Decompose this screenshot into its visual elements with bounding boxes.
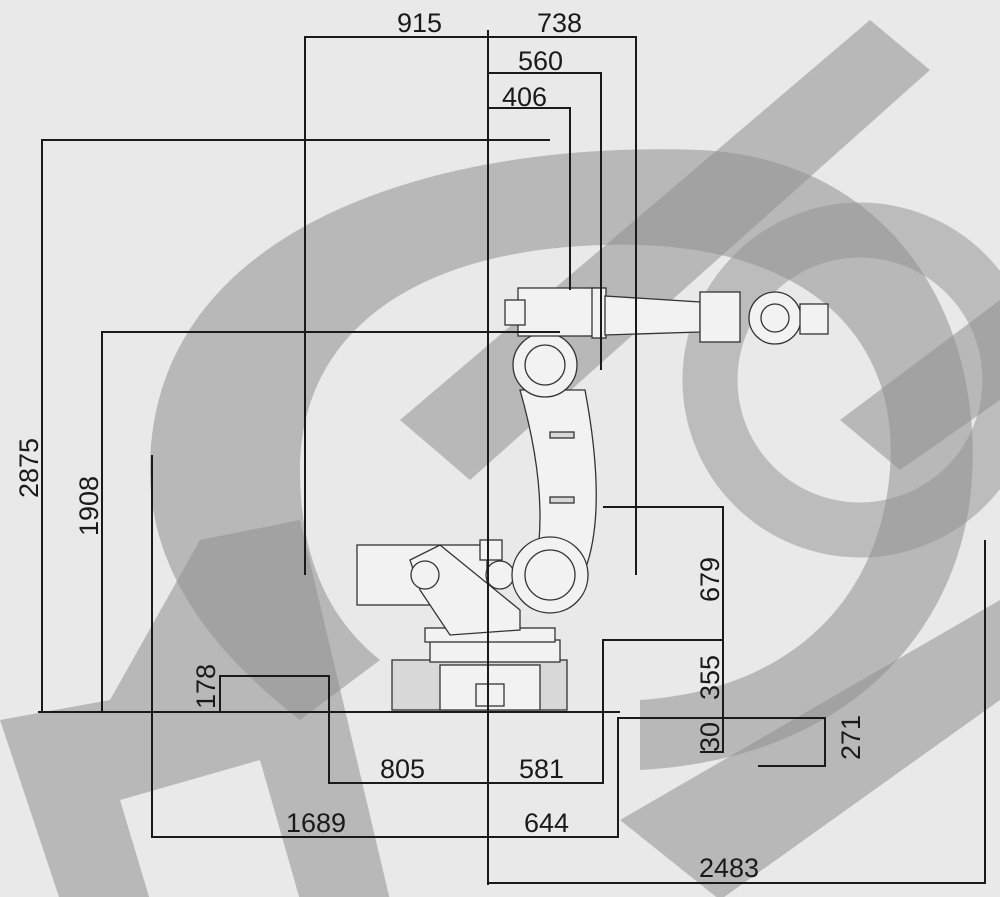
dim-679: 679 <box>695 557 725 602</box>
dim-2483: 2483 <box>699 853 759 883</box>
dimension-lines <box>38 30 986 885</box>
watermark-logo <box>0 20 1000 897</box>
dim-30: 30 <box>695 722 725 752</box>
dim-644: 644 <box>524 808 569 838</box>
dim-406: 406 <box>502 82 547 112</box>
dim-581: 581 <box>519 754 564 784</box>
dim-1908: 1908 <box>74 476 104 536</box>
dim-560: 560 <box>518 46 563 76</box>
dim-1689: 1689 <box>286 808 346 838</box>
dim-915: 915 <box>397 8 442 38</box>
dim-805: 805 <box>380 754 425 784</box>
dim-178: 178 <box>191 664 221 709</box>
dim-271: 271 <box>836 715 866 760</box>
dim-355: 355 <box>695 655 725 700</box>
dim-738: 738 <box>537 8 582 38</box>
dim-2875: 2875 <box>14 438 44 498</box>
dimension-labels: 915 738 560 406 805 581 1689 644 2483 28… <box>14 8 866 883</box>
robot-illustration <box>356 287 829 711</box>
